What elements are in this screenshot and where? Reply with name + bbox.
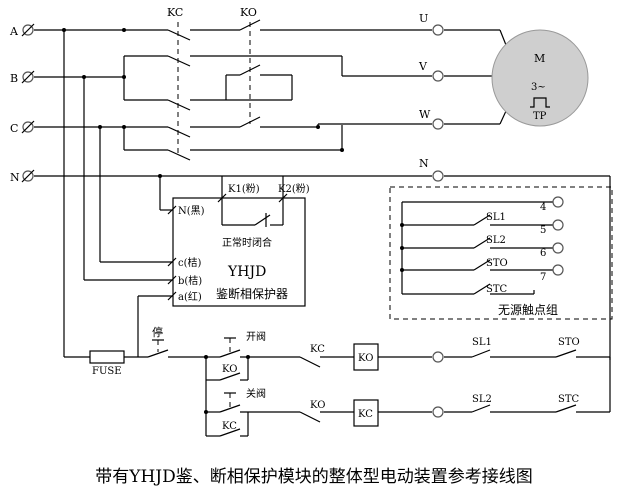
kc-interlock-label: KC <box>310 344 325 355</box>
motor <box>491 29 589 127</box>
phase-label-n: N <box>419 157 429 170</box>
kc-main-label: KC <box>167 6 183 19</box>
protector-wiring <box>63 30 288 357</box>
open-valve-label: 开阀 <box>246 330 266 343</box>
phase-label-w: W <box>419 108 431 121</box>
protector-title: YHJD <box>227 264 266 280</box>
passive-sto: STO <box>486 258 508 269</box>
kc-coil-label: KC <box>358 409 373 420</box>
motor-tp: TP <box>533 111 547 122</box>
kc-aux-label: KC <box>222 421 237 432</box>
ko-interlock-label: KO <box>310 400 325 411</box>
protector-a-label: a(红) <box>178 290 202 303</box>
motor-type: 3~ <box>531 82 546 93</box>
sl1-label: SL1 <box>472 337 492 348</box>
ko-aux-label: KO <box>222 364 237 375</box>
ko-main-label: KO <box>240 6 257 19</box>
line-label-n: N <box>10 171 20 184</box>
protector-c-label: c(桔) <box>178 256 202 269</box>
protector-box <box>172 197 306 307</box>
protector-k1-label: K1(粉) <box>228 182 260 195</box>
protector-n-label: N(黑) <box>178 205 205 217</box>
protector-subtitle: 鉴断相保护器 <box>216 286 288 301</box>
close-valve-label: 关阀 <box>246 387 266 400</box>
sto-label: STO <box>558 337 580 348</box>
protector-k2-label: K2(粉) <box>278 182 310 195</box>
passive-term-4: 4 <box>540 202 546 213</box>
passive-sl1: SL1 <box>486 212 506 223</box>
line-label-a: A <box>9 25 19 38</box>
diagram-caption: 带有YHJD鉴、断相保护模块的整体型电动装置参考接线图 <box>95 467 533 487</box>
stop-button-label: 停 <box>152 325 163 339</box>
input-terminals <box>21 23 35 183</box>
protector-b-label: b(桔) <box>178 274 202 287</box>
passive-term-5: 5 <box>540 225 546 236</box>
phase-label-v: V <box>418 60 428 73</box>
fuse-label: FUSE <box>92 366 122 377</box>
contactor-blades <box>167 19 261 161</box>
passive-stc: STC <box>486 284 508 295</box>
passive-term-6: 6 <box>540 248 546 259</box>
control-wiring <box>64 337 611 437</box>
passive-sl2: SL2 <box>486 235 506 246</box>
passive-group-wiring <box>401 196 564 295</box>
motor-name: M <box>534 52 545 65</box>
output-terminals <box>432 24 444 182</box>
passive-group-box <box>389 186 613 320</box>
line-label-b: B <box>10 72 18 85</box>
passive-term-7: 7 <box>540 272 546 283</box>
sl2-label: SL2 <box>472 394 492 405</box>
stc-label: STC <box>558 394 580 405</box>
ko-coil-label: KO <box>358 353 373 364</box>
phase-label-u: U <box>419 12 428 25</box>
passive-group-label: 无源触点组 <box>498 303 558 317</box>
protector-contact-label: 正常时闭合 <box>222 236 272 249</box>
line-label-c: C <box>10 122 18 135</box>
